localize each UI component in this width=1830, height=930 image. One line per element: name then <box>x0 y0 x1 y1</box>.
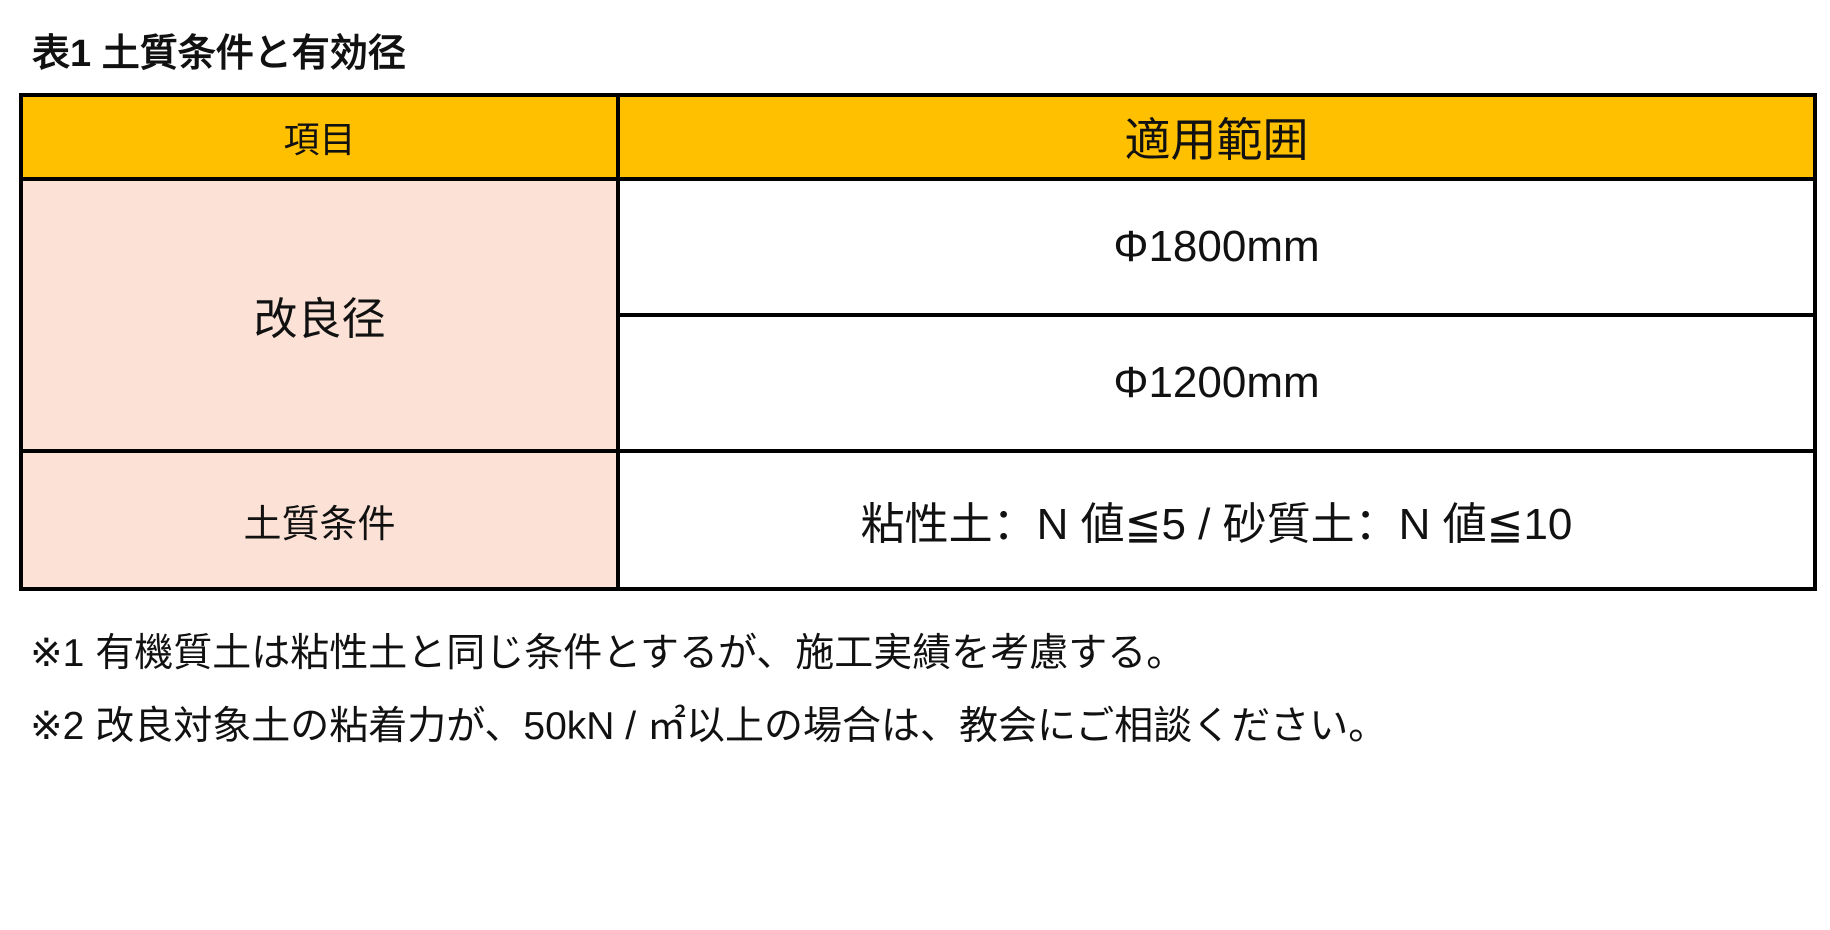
soil-condition-value: 粘性土：N 値≦5 / 砂質土：N 値≦10 <box>616 449 1817 591</box>
soil-condition-table: 項目 適用範囲 改良径 Φ1800mm Φ1200mm 土質条件 粘性土：N 値… <box>19 93 1817 591</box>
diameter-value-1800: Φ1800mm <box>616 177 1817 317</box>
row-label-soil: 土質条件 <box>19 449 620 591</box>
header-range: 適用範囲 <box>616 93 1817 181</box>
diameter-value-1200: Φ1200mm <box>616 313 1817 453</box>
table-header-row: 項目 適用範囲 <box>19 93 1817 181</box>
header-item: 項目 <box>19 93 620 181</box>
note-1: ※1 有機質土は粘性土と同じ条件とするが、施工実績を考慮する。 <box>30 632 1186 675</box>
table-row: 改良径 Φ1800mm <box>19 177 1817 453</box>
row-label-diameter: 改良径 <box>19 177 620 453</box>
table-row: 土質条件 粘性土：N 値≦5 / 砂質土：N 値≦10 <box>19 449 1817 591</box>
table-title: 表1 土質条件と有効径 <box>32 33 406 75</box>
table-row: Φ1200mm <box>21 313 1817 453</box>
note-2: ※2 改良対象土の粘着力が、50kN / ㎡以上の場合は、教会にご相談ください。 <box>30 705 1388 748</box>
